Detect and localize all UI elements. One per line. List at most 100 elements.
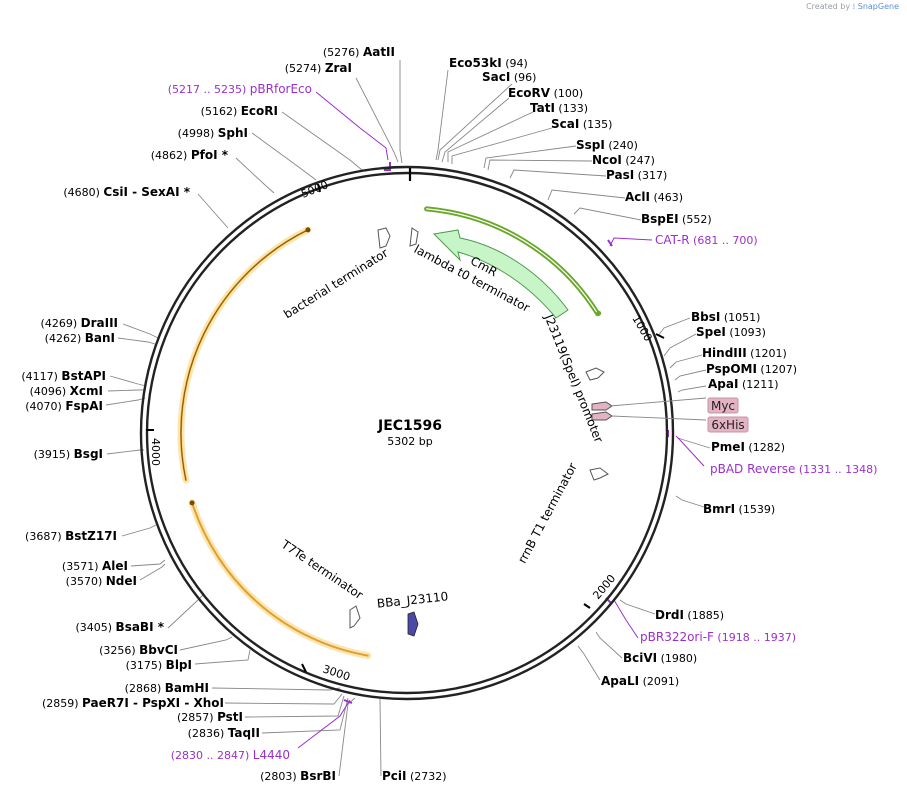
site-position: (3405) — [75, 621, 115, 634]
site-position: (4262) — [45, 332, 85, 345]
tick-mark — [317, 183, 321, 193]
site-position: (4998) — [178, 127, 218, 140]
site-position: (4862) — [151, 149, 191, 162]
site-position: (2091) — [639, 675, 679, 688]
primer-label: pBAD Reverse (1331 .. 1348) — [710, 462, 877, 476]
site-position: (2857) — [177, 711, 217, 724]
site-position: (100) — [550, 87, 583, 100]
site-name: BlpI — [166, 658, 192, 672]
site-position: (1051) — [720, 311, 760, 324]
site-position: (3256) — [99, 644, 139, 657]
site-position: (4117) — [21, 370, 61, 383]
restriction-site-label: (2859) PaeR7I - PspXI - XhoI — [42, 696, 224, 710]
site-position: (5274) — [285, 62, 325, 75]
primer-name: pBR322ori-F — [640, 630, 714, 644]
site-position: (94) — [502, 57, 528, 70]
plasmid-name: JEC1596 — [377, 418, 442, 434]
orange-arc-upper-line — [180, 229, 309, 481]
restriction-site-label: Eco53kI (94) — [449, 56, 528, 70]
restriction-site-label: (2868) BamHI — [125, 681, 209, 695]
site-name: EcoRV — [508, 86, 551, 100]
site-position: (1201) — [747, 347, 787, 360]
site-name: BsaBI * — [116, 620, 165, 634]
tick-label: 4000 — [149, 438, 162, 466]
site-name: ZraI — [325, 61, 352, 75]
restriction-site-label: (4262) BanI — [45, 331, 115, 345]
cmr-arc — [426, 208, 599, 315]
site-name: EcoRI — [241, 104, 278, 118]
primer-position: (2830 .. 2847) — [171, 749, 253, 762]
restriction-site-label: SacI (96) — [482, 70, 536, 84]
tick-mark — [301, 663, 307, 673]
restriction-site-label: ApaLI (2091) — [601, 674, 679, 688]
restriction-site-label: BspEI (552) — [641, 212, 712, 226]
restriction-site-label: TatI (133) — [530, 101, 588, 115]
restriction-site-label: (4269) DraIII — [41, 316, 118, 330]
site-name: NdeI — [106, 574, 137, 588]
restriction-site-label: SpeI (1093) — [696, 325, 766, 339]
primer-position: (681 .. 700) — [690, 234, 758, 247]
bacterial-terminator-marker — [377, 227, 391, 249]
site-name: PasI — [606, 168, 634, 182]
site-name: PspOMI — [706, 362, 757, 376]
site-name: BsgI — [74, 447, 103, 461]
site-name: BciVI — [623, 651, 657, 665]
site-position: (5162) — [201, 105, 241, 118]
restriction-site-label: (3405) BsaBI * — [75, 620, 164, 634]
site-position: (1207) — [757, 363, 797, 376]
arc-arrowhead — [189, 500, 195, 506]
site-name: ScaI — [551, 117, 579, 131]
site-name: DraIII — [81, 316, 118, 330]
site-position: (1980) — [657, 652, 697, 665]
restriction-site-label: (3915) BsgI — [34, 447, 103, 461]
site-position: (1211) — [738, 378, 778, 391]
site-position: (1093) — [726, 326, 766, 339]
site-name: PstI — [217, 710, 243, 724]
restriction-site-label: SspI (240) — [576, 138, 638, 152]
site-name: AatII — [363, 45, 395, 59]
site-position: (3175) — [126, 659, 166, 672]
site-name: BamHI — [165, 681, 209, 695]
his-marker — [591, 411, 613, 421]
primer-name: L4440 — [253, 748, 290, 762]
restriction-site-label: ScaI (135) — [551, 117, 612, 131]
restriction-site-label: PciI (2732) — [382, 769, 447, 783]
site-name: NcoI — [592, 153, 622, 167]
restriction-site-label: NcoI (247) — [592, 153, 655, 167]
tag-glyphs — [591, 397, 707, 421]
restriction-site-label: PasI (317) — [606, 168, 667, 182]
restriction-site-label: HindIII (1201) — [702, 346, 787, 360]
site-position: (3571) — [62, 560, 102, 573]
site-position: (317) — [634, 169, 667, 182]
restriction-site-label: (4998) SphI — [178, 126, 248, 140]
terminator-glyphs — [349, 227, 609, 629]
t7te-terminator-marker — [349, 605, 361, 629]
restriction-site-label: (5276) AatII — [323, 45, 395, 59]
restriction-site-label: (3570) NdeI — [66, 574, 137, 588]
restriction-site-label: PmeI (1282) — [711, 440, 785, 454]
j23119-promoter-marker — [585, 367, 605, 381]
restriction-site-label: BmrI (1539) — [703, 502, 775, 516]
site-position: (133) — [555, 102, 588, 115]
site-name: Eco53kI — [449, 56, 502, 70]
site-position: (1282) — [745, 441, 785, 454]
site-name: ApaLI — [601, 674, 639, 688]
snapgene-credit: Created by ⁞ SnapGene — [806, 2, 899, 11]
plasmid-backbone — [139, 165, 675, 701]
restriction-site-label: (2857) PstI — [177, 710, 243, 724]
plasmid-length: 5302 bp — [387, 435, 432, 448]
site-name: BanI — [85, 331, 115, 345]
restriction-site-label: (4117) BstAPI — [21, 369, 106, 383]
site-position: (463) — [650, 191, 683, 204]
restriction-site-label: (4096) XcmI — [30, 384, 103, 398]
restriction-site-label: DrdI (1885) — [655, 608, 724, 622]
site-name: BstAPI — [61, 369, 106, 383]
site-position: (2836) — [188, 727, 228, 740]
restriction-site-label: (4680) CsiI - SexAI * — [63, 185, 190, 199]
credit-prefix: Created by — [806, 2, 851, 11]
site-position: (4269) — [41, 317, 81, 330]
site-position: (1885) — [684, 609, 724, 622]
site-name: BspEI — [641, 212, 679, 226]
site-position: (3570) — [66, 575, 106, 588]
primer-label: (2830 .. 2847) L4440 — [171, 748, 290, 762]
